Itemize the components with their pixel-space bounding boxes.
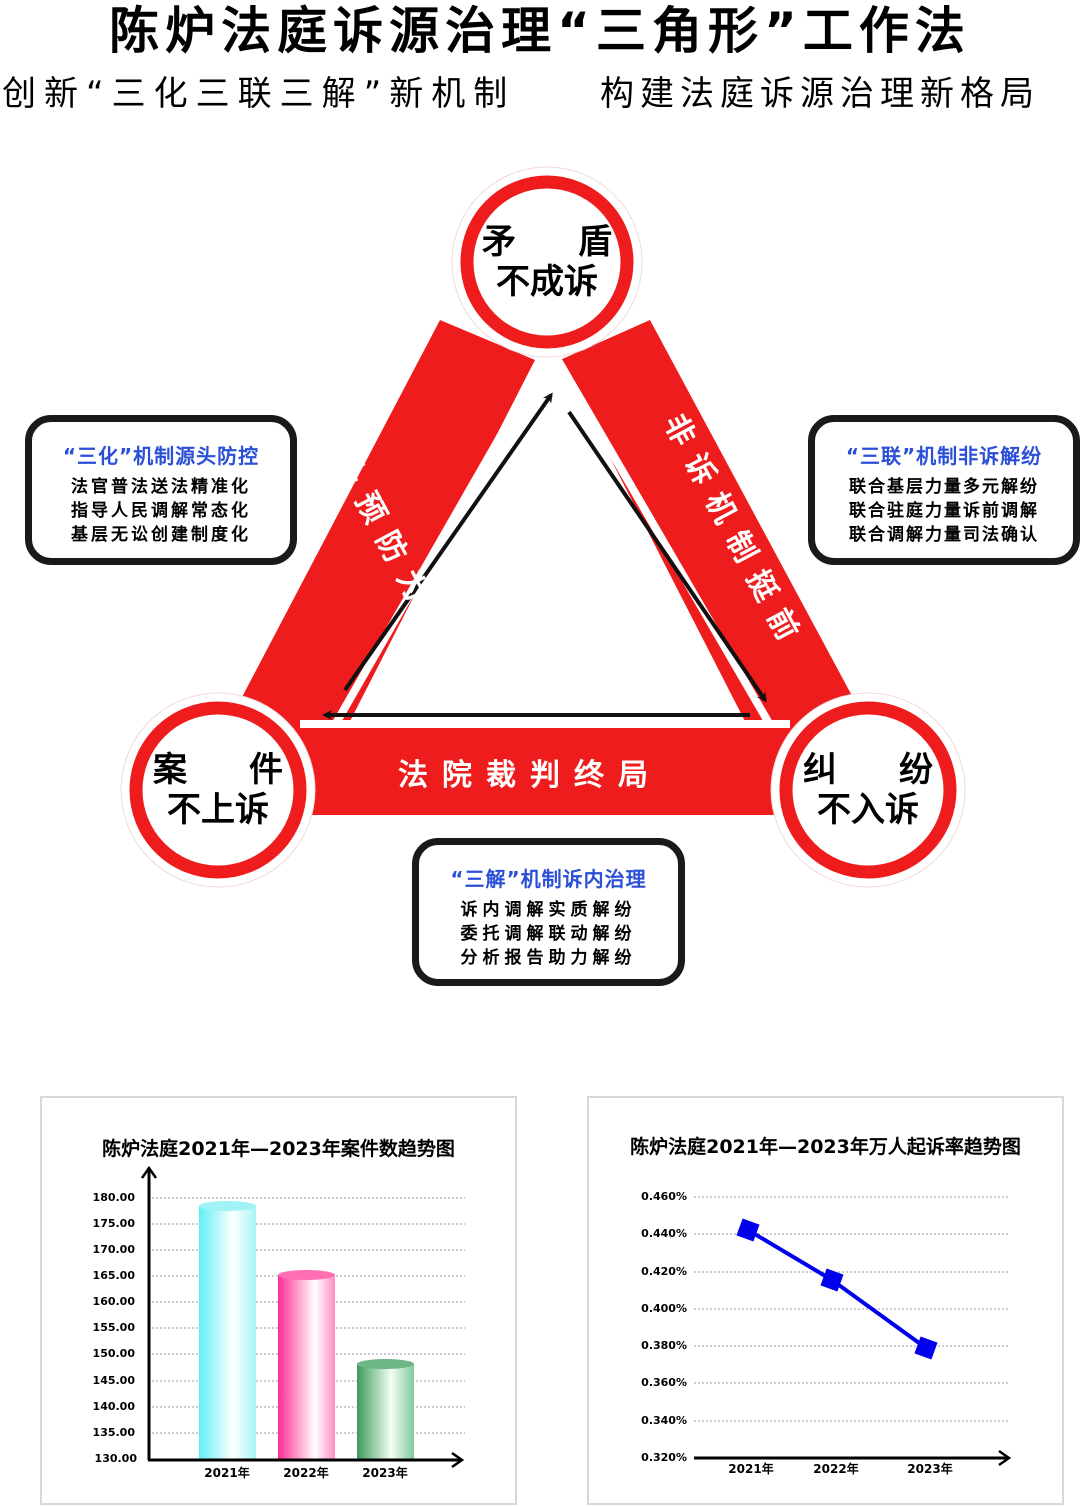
y-tick: 145.00 [92, 1374, 135, 1387]
top-circle [451, 166, 643, 358]
y-tick: 0.440% [641, 1227, 687, 1240]
info-box-heading: “三解”机制诉内治理 [450, 867, 647, 891]
x-tick: 2022年 [813, 1462, 859, 1476]
node-top-char2: 盾 [578, 222, 612, 262]
right-edge-band [560, 320, 865, 770]
y-tick: 175.00 [92, 1217, 135, 1230]
info-line: 指导人民调解常态化 [71, 501, 251, 521]
y-tick: 0.320% [641, 1451, 687, 1464]
info-box-heading: “三联”机制非诉解纷 [845, 444, 1043, 468]
y-tick: 0.420% [641, 1265, 687, 1278]
node-right-line2: 不入诉 [817, 790, 919, 830]
case-count-chart: 陈炉法庭2021年—2023年案件数趋势图 [40, 1096, 517, 1505]
left-edge-band [230, 320, 535, 770]
y-tick: 0.360% [641, 1376, 687, 1389]
arrow-left-up [343, 392, 553, 692]
node-top-char1: 矛 [482, 222, 516, 262]
x-tick: 2022年 [283, 1466, 329, 1480]
filing-rate-chart: 陈炉法庭2021年—2023年万人起诉率趋势图 0.460% 0.440% 0.… [587, 1096, 1064, 1505]
info-line: 联合调解力量司法确认 [849, 525, 1039, 545]
edge-bottom-label: 法院裁判终局 [398, 758, 662, 793]
y-tick: 165.00 [92, 1269, 135, 1282]
node-top-line2: 不成诉 [496, 262, 598, 302]
node-right: 纠 纷 不入诉 [783, 750, 953, 830]
arrow-right-down [567, 410, 767, 703]
y-tick: 180.00 [92, 1191, 135, 1204]
info-line: 分析报告助力解纷 [460, 948, 637, 968]
subtitle-left: 创新“三化三联三解”新机制 [2, 74, 516, 114]
y-tick: 155.00 [92, 1321, 135, 1334]
y-tick: 135.00 [92, 1426, 135, 1439]
info-box-sanjie: “三解”机制诉内治理 诉内调解实质解纷 委托调解联动解纷 分析报告助力解纷 [412, 838, 685, 986]
info-line: 法官普法送法精准化 [71, 477, 251, 497]
x-tick: 2021年 [204, 1466, 250, 1480]
y-tick: 170.00 [92, 1243, 135, 1256]
node-top: 矛 盾 不成诉 [462, 222, 632, 302]
info-line: 诉内调解实质解纷 [460, 900, 637, 920]
bar-chart-plot [140, 1165, 465, 1469]
y-tick: 140.00 [92, 1400, 135, 1413]
info-box-sanlian: “三联”机制非诉解纷 联合基层力量多元解纷 联合驻庭力量诉前调解 联合调解力量司… [808, 415, 1080, 565]
x-tick: 2021年 [728, 1462, 774, 1476]
y-tick: 150.00 [92, 1347, 135, 1360]
node-left-char2: 件 [249, 750, 283, 790]
chart-title: 陈炉法庭2021年—2023年万人起诉率趋势图 [630, 1136, 1021, 1158]
right-circle [770, 692, 966, 888]
info-line: 基层无讼创建制度化 [71, 525, 251, 545]
line-chart-plot [694, 1196, 1012, 1467]
info-line: 联合驻庭力量诉前调解 [849, 501, 1039, 521]
node-left: 案 件 不上诉 [133, 750, 303, 830]
x-tick: 2023年 [907, 1462, 953, 1476]
info-line: 委托调解联动解纷 [460, 924, 637, 944]
y-tick: 130.00 [94, 1452, 137, 1465]
node-right-char1: 纠 [803, 750, 837, 790]
node-right-char2: 纷 [899, 750, 933, 790]
left-circle [120, 692, 316, 888]
info-box-heading: “三化”机制源头防控 [62, 444, 260, 468]
info-line: 联合基层力量多元解纷 [849, 477, 1039, 497]
y-tick: 160.00 [92, 1295, 135, 1308]
node-left-line2: 不上诉 [167, 790, 269, 830]
y-tick: 0.460% [641, 1190, 687, 1203]
node-left-char1: 案 [153, 750, 187, 790]
y-tick: 0.340% [641, 1414, 687, 1427]
y-tick: 0.400% [641, 1302, 687, 1315]
info-box-sanhua: “三化”机制源头防控 法官普法送法精准化 指导人民调解常态化 基层无讼创建制度化 [25, 415, 297, 565]
bottom-edge-band [280, 728, 800, 815]
triangle-diagram [120, 166, 966, 888]
chart-title: 陈炉法庭2021年—2023年案件数趋势图 [102, 1138, 455, 1160]
page-title: 陈炉法庭诉源治理“三角形”工作法 [109, 2, 971, 60]
y-tick: 0.380% [641, 1339, 687, 1352]
subtitle-right: 构建法庭诉源治理新格局 [600, 74, 1040, 114]
x-tick: 2023年 [362, 1466, 408, 1480]
